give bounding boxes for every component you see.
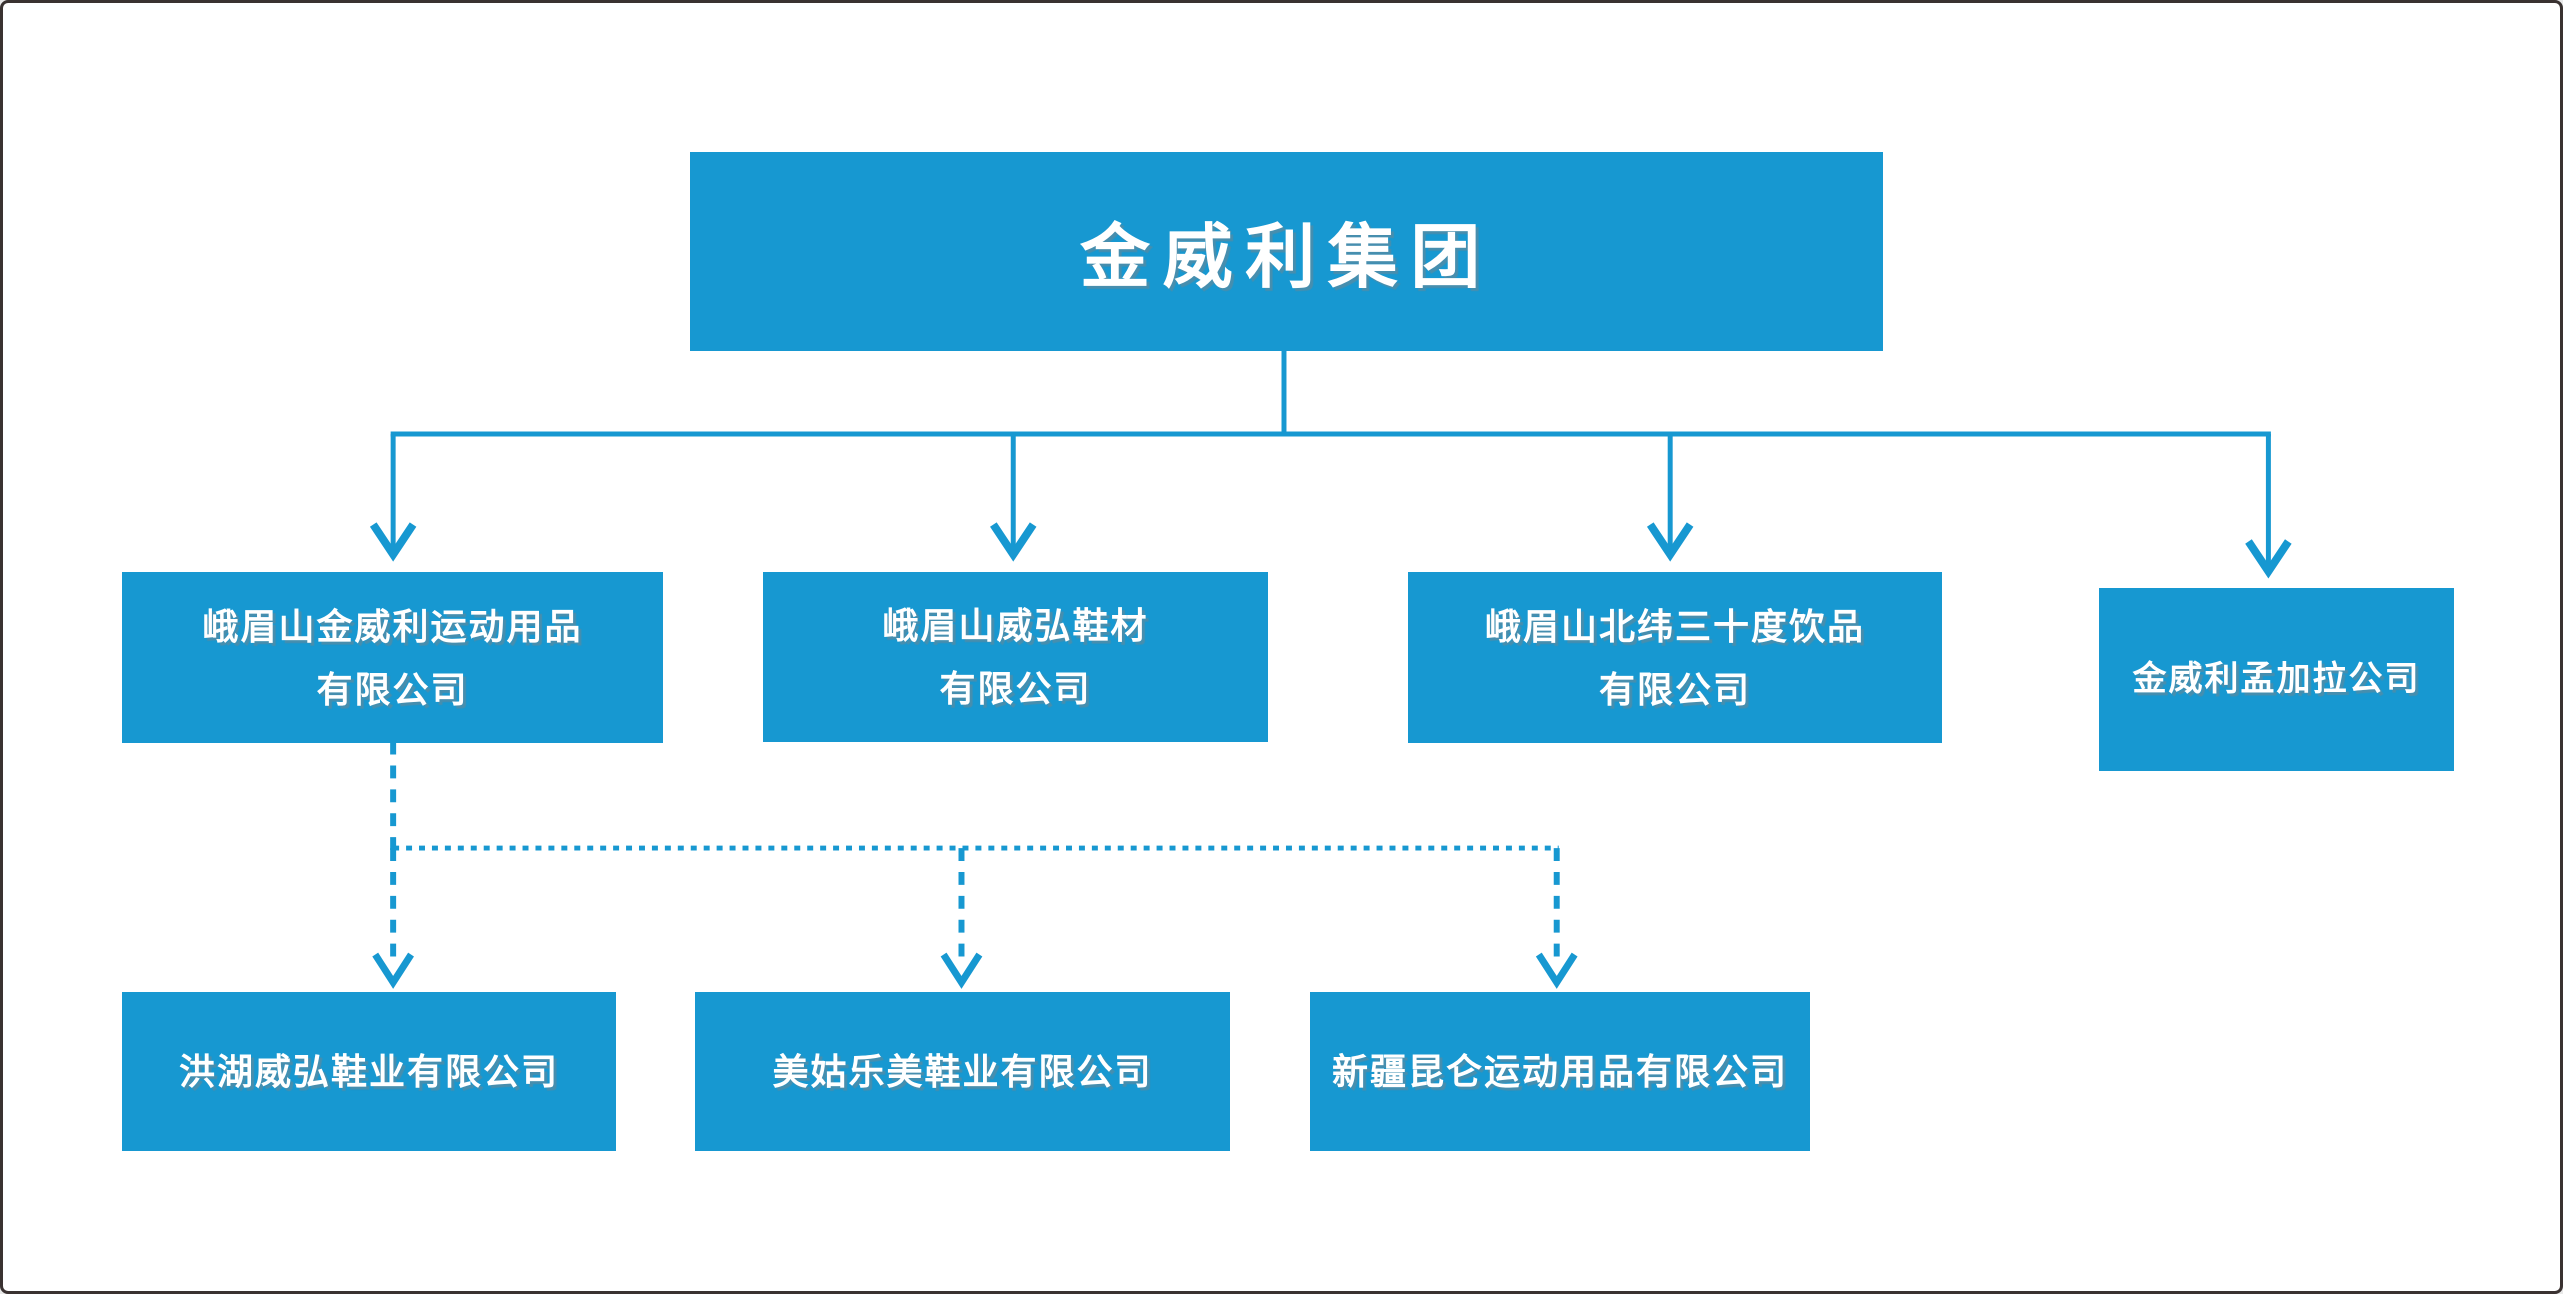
arrowhead-level3-3 bbox=[1535, 952, 1578, 989]
node-label-line: 金威利孟加拉公司 bbox=[2132, 659, 2421, 698]
node-jinweili-bangladesh: 金威利孟加拉公司 bbox=[2099, 588, 2454, 771]
node-label: 美姑乐美鞋业有限公司 bbox=[772, 1051, 1153, 1092]
node-label: 金威利集团 bbox=[1080, 218, 1493, 296]
node-honghu-weihong-footwear: 洪湖威弘鞋业有限公司 bbox=[122, 992, 616, 1151]
node-label: 洪湖威弘鞋业有限公司 bbox=[178, 1051, 559, 1092]
node-jinweili-group: 金威利集团 bbox=[690, 152, 1883, 351]
node-label-line: 峨眉山北纬三十度饮品 bbox=[1484, 605, 1865, 647]
node-label-line: 峨眉山金威利运动用品 bbox=[202, 605, 583, 647]
node-label-line: 有限公司 bbox=[316, 668, 469, 710]
node-label-line: 有限公司 bbox=[1598, 668, 1751, 710]
arrowhead-level2-1 bbox=[369, 522, 417, 562]
node-emeishan-weihong-shoe-material: 峨眉山威弘鞋材 有限公司 bbox=[763, 572, 1268, 742]
node-label-line: 有限公司 bbox=[939, 668, 1092, 709]
arrowhead-level2-4 bbox=[2245, 539, 2292, 579]
arrowhead-level2-2 bbox=[990, 522, 1037, 562]
node-meigu-lemei-footwear: 美姑乐美鞋业有限公司 bbox=[695, 992, 1230, 1151]
node-label: 新疆昆仑运动用品有限公司 bbox=[1331, 1051, 1788, 1092]
arrowhead-level2-3 bbox=[1646, 522, 1694, 562]
node-label-line: 峨眉山威弘鞋材 bbox=[882, 605, 1149, 646]
arrowhead-level3-1 bbox=[372, 952, 414, 989]
arrowhead-level3-2 bbox=[940, 952, 983, 989]
node-emeishan-jinweili-sports: 峨眉山金威利运动用品 有限公司 bbox=[122, 572, 663, 743]
node-xinjiang-kunlun-sports: 新疆昆仑运动用品有限公司 bbox=[1310, 992, 1810, 1151]
node-emeishan-n30-beverage: 峨眉山北纬三十度饮品 有限公司 bbox=[1408, 572, 1942, 743]
connector-layer bbox=[369, 349, 2292, 989]
